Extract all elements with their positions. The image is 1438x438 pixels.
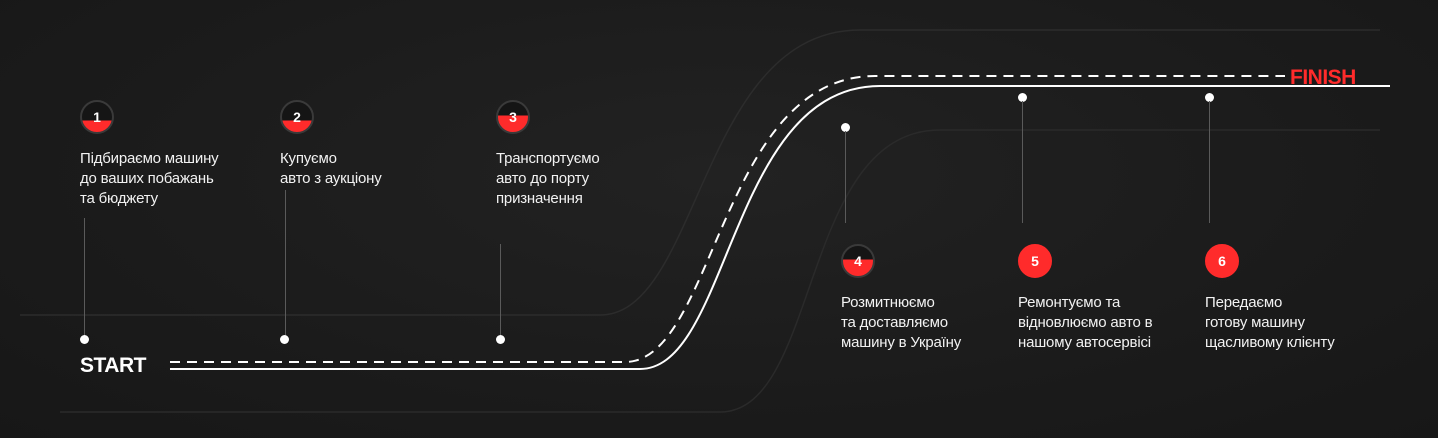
step-3-dot — [496, 335, 505, 344]
track-dashed-line — [170, 75, 1285, 363]
step-4-text: Розмитнюємо та доставляємо машину в Укра… — [841, 294, 962, 351]
finish-label: FINISH — [1290, 66, 1356, 89]
step-1-connector — [84, 218, 85, 336]
step-2-text: Купуємо авто з аукціону — [280, 150, 382, 187]
step-6-connector — [1209, 101, 1210, 223]
step-5-number: 5 — [1031, 253, 1039, 269]
step-2-badge: 2 — [280, 100, 314, 134]
step-6-text: Передаємо готову машину щасливому клієнт… — [1205, 294, 1335, 351]
step-4-badge: 4 — [841, 244, 875, 278]
step-2-connector — [285, 190, 286, 336]
start-label: START — [80, 354, 146, 377]
step-6-badge: 6 — [1205, 244, 1239, 278]
step-2-dot — [280, 335, 289, 344]
step-1-text: Підбираємо машину до ваших побажань та б… — [80, 150, 219, 207]
step-5-connector — [1022, 101, 1023, 223]
step-3-connector — [500, 244, 501, 336]
step-6-number: 6 — [1218, 253, 1226, 269]
step-1-number: 1 — [93, 109, 101, 125]
step-5-dot — [1018, 93, 1027, 102]
step-4-dot — [841, 123, 850, 132]
step-4-connector — [845, 131, 846, 223]
step-3-number: 3 — [509, 109, 517, 125]
background-curve — [60, 129, 1380, 413]
step-2-number: 2 — [293, 109, 301, 125]
step-5-text: Ремонтуємо та відновлюємо авто в нашому … — [1018, 294, 1153, 351]
step-6-dot — [1205, 93, 1214, 102]
step-3-text: Транспортуємо авто до порту призначення — [496, 150, 600, 207]
step-5-badge: 5 — [1018, 244, 1052, 278]
background-curve — [20, 29, 1380, 316]
step-4-number: 4 — [854, 253, 862, 269]
step-3-badge: 3 — [496, 100, 530, 134]
step-1-dot — [80, 335, 89, 344]
step-1-badge: 1 — [80, 100, 114, 134]
track-line — [170, 85, 1390, 370]
